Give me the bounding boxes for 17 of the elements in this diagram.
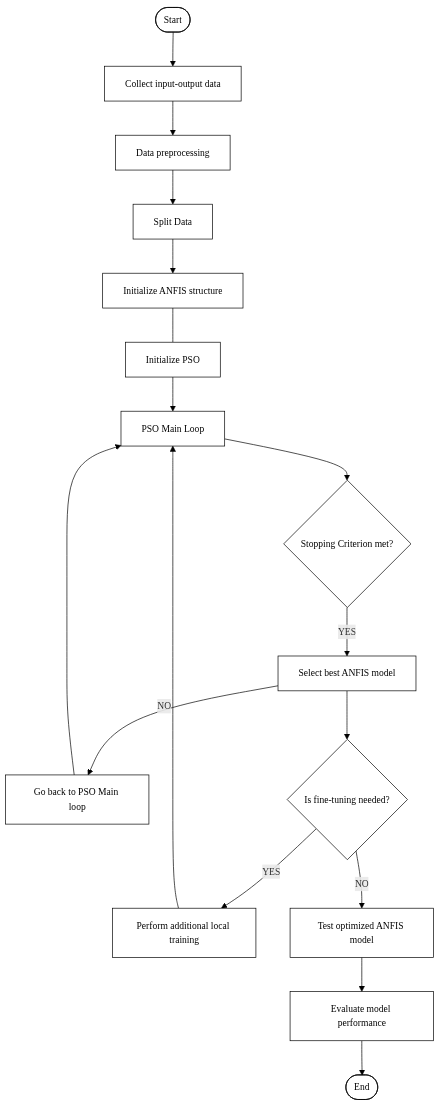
edge-label: YES — [337, 626, 357, 637]
node-box: Perform additional local training — [112, 907, 257, 958]
node-box: Test optimized ANFIS model — [289, 907, 434, 958]
edge-label: NO — [354, 878, 369, 890]
node-box: Go back to PSO Main loop — [5, 774, 150, 825]
node-diamond: Is fine-tuning needed? — [286, 739, 408, 861]
node-box: Initialize PSO — [125, 341, 221, 378]
node-box: Initialize ANFIS structure — [102, 272, 244, 309]
node-box: PSO Main Loop — [120, 410, 226, 447]
node-diamond: Stopping Criterion met? — [283, 479, 412, 608]
node-box: Split Data — [132, 203, 213, 240]
edge-label: NO — [157, 701, 172, 712]
node-box: Collect input-output data — [104, 65, 242, 102]
edge-label: YES — [262, 866, 281, 877]
node-box: Select best ANFIS model — [277, 655, 417, 692]
node-box: Evaluate model performance — [289, 991, 434, 1042]
node-box: Data preprocessing — [115, 134, 231, 171]
